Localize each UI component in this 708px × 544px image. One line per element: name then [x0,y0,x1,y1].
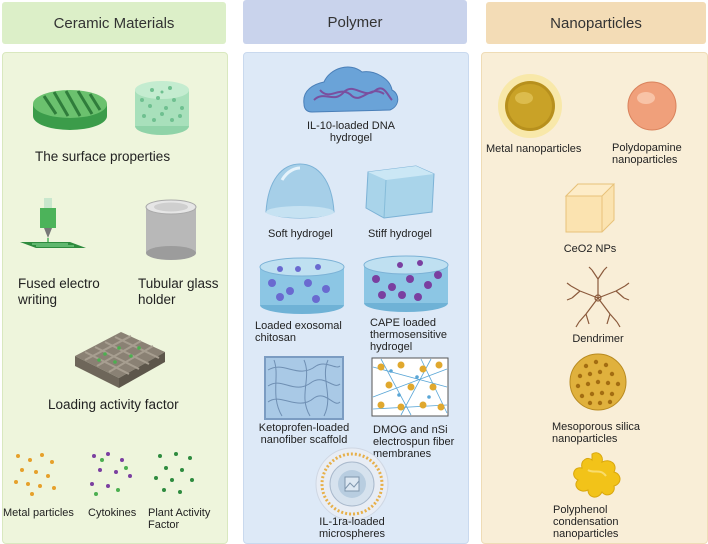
ketoprofen-label: Ketoprofen-loaded nanofiber scaffold [258,422,350,446]
metal-particles-illustration [14,453,56,496]
stiff-hydrogel-label: Stiff hydrogel [368,228,433,240]
exosomal-label: Loaded exosomal chitosan [255,320,342,344]
plant-factor-illustration [154,452,194,494]
nano-header: Nanoparticles [486,2,706,44]
plant-activity-label: Plant Activity Factor [148,507,211,531]
mesoporous-label: Mesoporous silica nanoparticles [552,421,641,445]
tubular-label: Tubular glass holder [138,276,219,307]
polyphenol-illustration [573,452,621,498]
nano-title: Nanoparticles [550,14,642,32]
loading-activity-label: Loading activity factor [48,397,179,412]
polyphenol-label: Polyphenol condensation nanoparticles [553,504,619,540]
cytokines-illustration [90,452,132,496]
surface-properties-label: The surface properties [35,149,171,164]
fused-electro-label: Fused electro writing [18,276,100,307]
porous-scaffold-illustration [135,81,189,135]
mesoporous-silica-illustration [569,353,627,411]
polydopamine-label: Polydopamine nanoparticles [612,142,682,166]
polymer-title: Polymer [327,13,383,31]
ceo2-label: CeO2 NPs [563,243,617,255]
dendrimer-illustration [566,266,630,328]
metal-nanoparticle-illustration [498,74,562,138]
ceramic-header: Ceramic Materials [2,2,226,44]
exosomal-chitosan-illustration [259,257,345,314]
metal-nanoparticles-label: Metal nanoparticles [486,143,582,155]
lattice-scaffold-illustration [75,332,165,388]
fiber-membrane-illustration [371,357,449,417]
cape-label: CAPE loaded thermosensitive hydrogel [370,317,448,353]
dna-hydrogel-illustration [303,66,399,113]
dmog-label: DMOG and nSi electrospun fiber membranes [373,424,455,460]
stiff-hydrogel-illustration [365,165,435,219]
soft-hydrogel-illustration [265,163,335,219]
nanofiber-scaffold-illustration [264,356,344,420]
microsphere-illustration [315,447,389,521]
polydopamine-illustration [627,81,677,131]
electro-writing-illustration [20,198,86,248]
ceramic-title: Ceramic Materials [53,14,175,32]
metal-particles-label: Metal particles [3,507,74,519]
il1ra-label: IL-1ra-loaded microspheres [318,516,386,540]
ceramic-panel [2,52,228,544]
ceo2-cube-illustration [564,183,616,233]
glass-holder-illustration [145,199,197,260]
cape-hydrogel-illustration [363,255,449,312]
cytokines-label: Cytokines [88,507,137,519]
soft-hydrogel-label: Soft hydrogel [268,228,333,240]
polymer-header: Polymer [243,0,467,44]
disk-scaffold-illustration [33,90,107,130]
il10-label: IL-10-loaded DNA hydrogel [306,120,396,144]
dendrimer-label: Dendrimer [572,333,624,345]
